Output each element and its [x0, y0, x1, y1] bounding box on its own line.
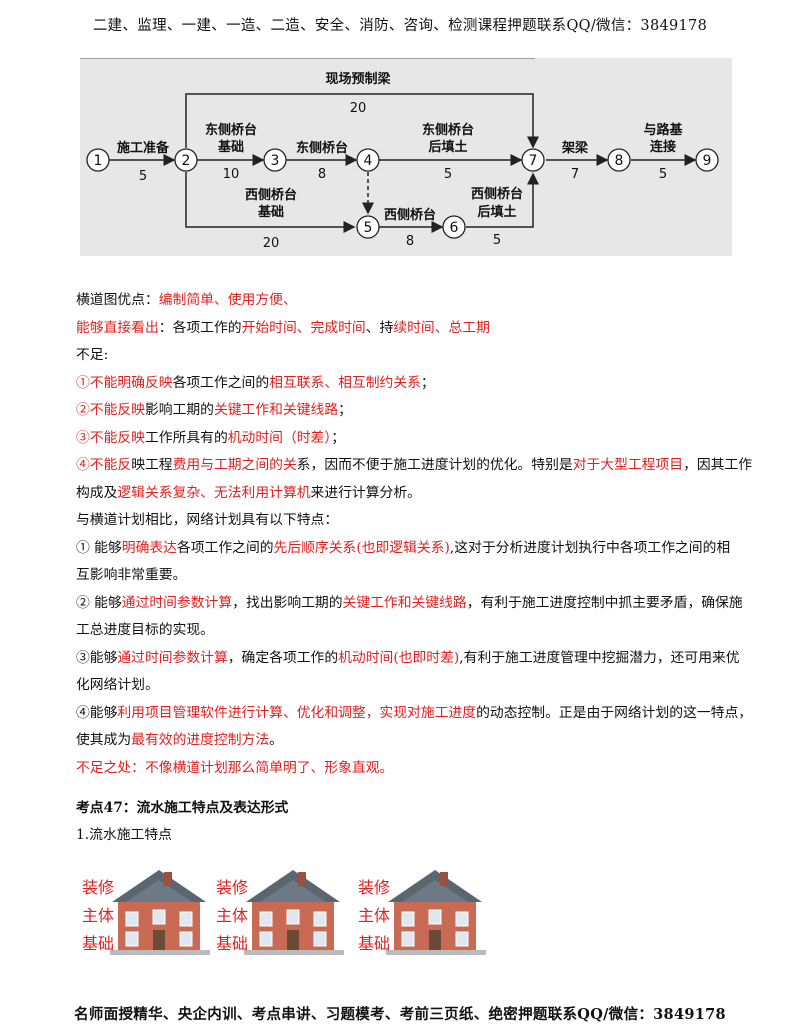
edge-label: 架梁	[561, 140, 589, 156]
edge-label: 现场预制梁	[325, 71, 391, 87]
edge-6-7	[466, 172, 539, 228]
edge-label: 西侧桥台	[245, 187, 297, 203]
house-label-structure: 主体	[358, 906, 391, 925]
house-label-foundation: 基础	[216, 934, 249, 953]
paragraph: 不足:	[76, 347, 109, 363]
edge-2-5	[185, 172, 356, 233]
house-icon	[244, 870, 344, 955]
paragraph: 互影响非常重要。	[76, 567, 187, 583]
edge-label: 后填土	[477, 204, 516, 220]
house-label-decoration: 装修	[216, 878, 249, 897]
edge-label: 基础	[257, 204, 284, 220]
edge-duration: 7	[571, 167, 579, 182]
node-9: 9	[695, 148, 719, 172]
paragraph: 横道图优点：编制简单、使用方便、	[76, 292, 297, 308]
edge-label: 基础	[217, 139, 244, 155]
network-diagram: 1 2 3 4 5 6 7 8 9 施工准备 5 东侧桥台 基础 10 东侧桥台…	[80, 58, 732, 256]
svg-text:5: 5	[364, 220, 373, 236]
paragraph: 化网络计划。	[76, 677, 159, 693]
svg-text:9: 9	[703, 153, 712, 169]
edge-duration: 8	[406, 234, 414, 249]
page-header: 二建、监理、一建、一造、二造、安全、消防、咨询、检测课程押题联系QQ/微信：38…	[92, 18, 708, 34]
edge-duration: 10	[223, 167, 240, 182]
house-icon	[386, 870, 486, 955]
edge-label: 后填土	[428, 139, 467, 155]
paragraph: 使其成为最有效的进度控制方法。	[76, 732, 283, 748]
edge-duration: 5	[493, 233, 501, 248]
edge-duration: 5	[659, 167, 667, 182]
paragraph: 构成及逻辑关系复杂、无法利用计算机来进行计算分析。	[76, 484, 421, 501]
paragraph: ①不能明确反映各项工作之间的相互联系、相互制约关系；	[76, 374, 435, 391]
paragraph: ③不能反映工作所具有的机动时间（时差）；	[76, 429, 346, 446]
paragraph: 能够直接看出：各项工作的开始时间、完成时间、持续时间、总工期	[76, 319, 490, 336]
svg-text:2: 2	[182, 153, 191, 169]
house-label-structure: 主体	[82, 906, 115, 925]
paragraph: ③能够通过时间参数计算，确定各项工作的机动时间(也即时差),有利于施工进度管理中…	[76, 649, 740, 666]
paragraph: ④不能反映工程费用与工期之间的关系，因而不便于施工进度计划的优化。特别是对于大型…	[76, 457, 753, 473]
svg-text:6: 6	[450, 220, 459, 236]
paragraph: ② 能够通过时间参数计算，找出影响工期的关键工作和关键线路，有利于施工进度控制中…	[76, 594, 743, 611]
house-label-decoration: 装修	[82, 878, 115, 897]
edge-duration: 20	[263, 236, 280, 251]
edge-label: 连接	[650, 139, 676, 155]
house-label-foundation: 基础	[82, 934, 115, 953]
house-illustration: 装修 主体 基础	[82, 858, 222, 958]
node-4: 4	[356, 148, 380, 172]
edge-duration: 5	[444, 167, 452, 182]
house-label-decoration: 装修	[358, 878, 391, 897]
page-footer: 名师面授精华、央企内训、考点串讲、习题模考、考前三页纸、绝密押题联系QQ/微信：…	[74, 1006, 726, 1023]
paragraph: 不足之处：不像横道计划那么简单明了、形象直观。	[76, 759, 394, 776]
node-8: 8	[607, 148, 631, 172]
section-title: 考点47：流水施工特点及表达形式	[76, 800, 289, 816]
node-5: 5	[356, 215, 380, 239]
svg-text:4: 4	[364, 153, 373, 169]
paragraph: ②不能反映影响工期的关键工作和关键线路；	[76, 402, 352, 418]
svg-text:7: 7	[529, 153, 538, 169]
body-text: 横道图优点：编制简单、使用方便、 能够直接看出：各项工作的开始时间、完成时间、持…	[76, 287, 756, 782]
svg-text:8: 8	[615, 153, 624, 169]
node-1: 1	[86, 148, 110, 172]
edge-label: 东侧桥台	[422, 122, 474, 138]
paragraph: ① 能够明确表达各项工作之间的先后顺序关系(也即逻辑关系),这对于分析进度计划执…	[76, 539, 731, 556]
edge-label: 与路基	[643, 122, 683, 138]
node-7: 7	[521, 148, 545, 172]
edge-label: 东侧桥台	[296, 140, 348, 156]
node-6: 6	[442, 215, 466, 239]
node-3: 3	[263, 148, 287, 172]
edge-duration: 5	[139, 169, 147, 184]
paragraph: ④能够利用项目管理软件进行计算、优化和调整，实现对施工进度的动态控制。正是由于网…	[76, 704, 753, 721]
house-icon	[110, 870, 210, 955]
edge-label: 西侧桥台	[471, 186, 523, 202]
house-label-foundation: 基础	[358, 934, 391, 953]
edge-duration: 8	[318, 167, 326, 182]
edge-label: 东侧桥台	[205, 122, 257, 138]
edge-2-7	[185, 93, 539, 149]
svg-text:3: 3	[271, 153, 280, 169]
house-illustration: 装修 主体 基础	[216, 858, 356, 958]
edge-label: 西侧桥台	[384, 207, 436, 223]
svg-text:1: 1	[94, 153, 103, 169]
section-subtitle: 1.流水施工特点	[76, 827, 172, 843]
edge-duration: 20	[350, 101, 367, 116]
edge-label-shigong: 施工准备	[117, 140, 170, 156]
house-label-structure: 主体	[216, 906, 249, 925]
node-2: 2	[174, 148, 198, 172]
paragraph: 工总进度目标的实现。	[76, 622, 214, 638]
house-illustration: 装修 主体 基础	[358, 858, 498, 958]
paragraph: 与横道计划相比，网络计划具有以下特点：	[76, 512, 339, 528]
